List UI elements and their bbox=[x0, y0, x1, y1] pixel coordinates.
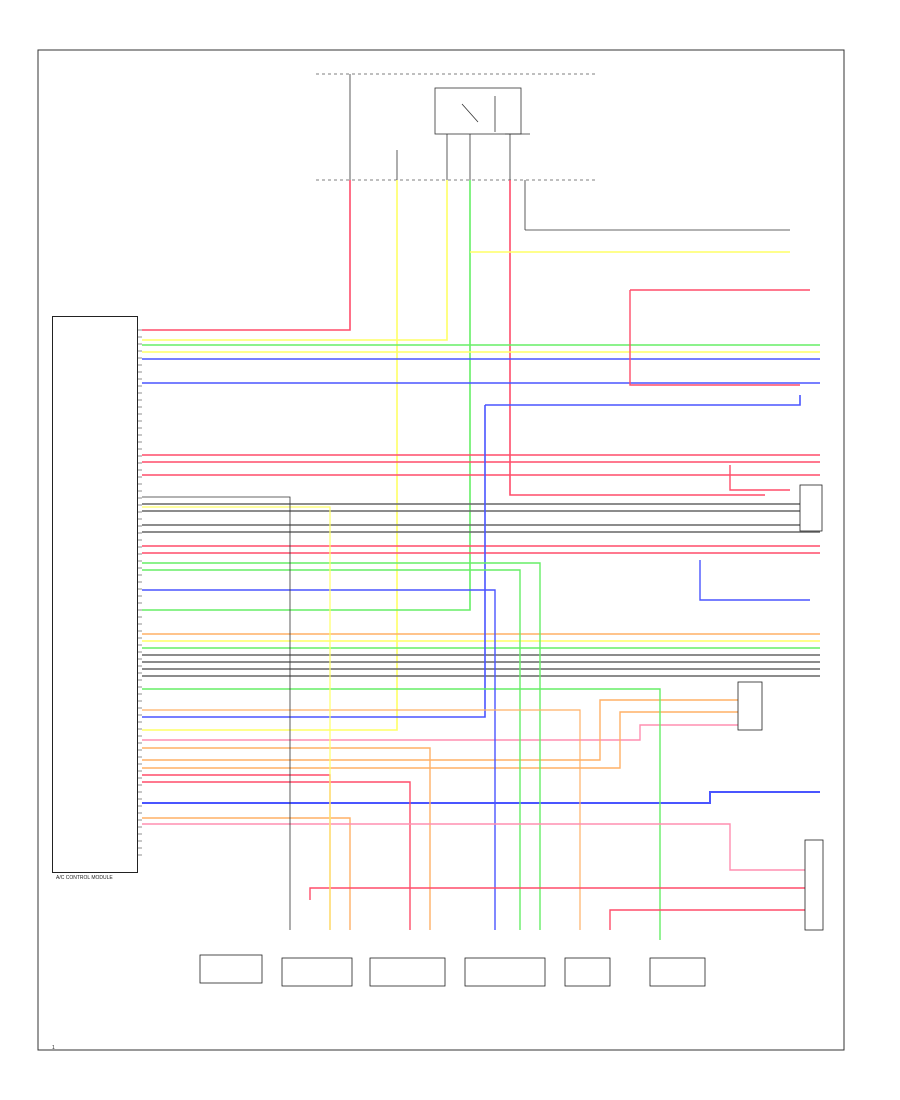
wire-blue-right bbox=[485, 395, 801, 406]
diagram-border bbox=[37, 49, 845, 1051]
right-connector-mid bbox=[737, 681, 763, 731]
right-connector-upper bbox=[799, 484, 823, 532]
wire-yellow-ign bbox=[142, 180, 448, 341]
wire-green-drop bbox=[142, 688, 661, 940]
wire-blue-vertical bbox=[142, 405, 486, 718]
component-group bbox=[199, 484, 824, 987]
wire-group bbox=[136, 180, 820, 940]
ac-control-module bbox=[52, 316, 138, 873]
passenger-temperature-actuator bbox=[281, 957, 353, 987]
wire-red-blower bbox=[509, 180, 765, 496]
wire-blue-bottom bbox=[142, 791, 820, 804]
wire-red-right-drop bbox=[629, 290, 800, 386]
wire-green-drop3 bbox=[142, 562, 541, 930]
relay-box bbox=[434, 87, 522, 135]
wire-orange-drop3 bbox=[142, 709, 581, 930]
wire-orange-right bbox=[142, 699, 760, 761]
wire-orange-drop2 bbox=[142, 817, 351, 930]
wire-blue-mode bbox=[699, 560, 810, 601]
wire-red-bottom bbox=[309, 887, 810, 900]
wire-orange-drop bbox=[142, 747, 431, 930]
wire-yellow-vertical bbox=[142, 180, 398, 731]
driver-temperature-actuator bbox=[369, 957, 446, 987]
wire-pink-bottom bbox=[142, 823, 810, 871]
wire-red-drop bbox=[142, 774, 331, 930]
module-label: A/C CONTROL MODULE bbox=[56, 875, 113, 881]
wire-yellow-drop bbox=[142, 506, 331, 930]
blower-motor-controller bbox=[649, 957, 706, 987]
auto-defog-sensor bbox=[199, 954, 263, 984]
page-number: 1 bbox=[52, 1045, 55, 1051]
wire-red-supply bbox=[142, 180, 351, 331]
wire-red-bottom2 bbox=[609, 909, 810, 930]
wire-red-drop2 bbox=[142, 781, 411, 930]
wire-pink-right bbox=[142, 724, 760, 741]
wire-orange-right2 bbox=[142, 711, 760, 769]
wire-green-vertical bbox=[142, 180, 471, 611]
wire-blue-drop bbox=[142, 589, 496, 930]
mode-actuator bbox=[464, 957, 546, 987]
wire-dark-drop bbox=[142, 496, 291, 930]
right-connector-lower bbox=[804, 839, 824, 931]
wire-red-blower-motor bbox=[729, 465, 790, 491]
wire-green-drop2 bbox=[142, 569, 521, 930]
cooler-temperature-sensor bbox=[564, 957, 611, 987]
